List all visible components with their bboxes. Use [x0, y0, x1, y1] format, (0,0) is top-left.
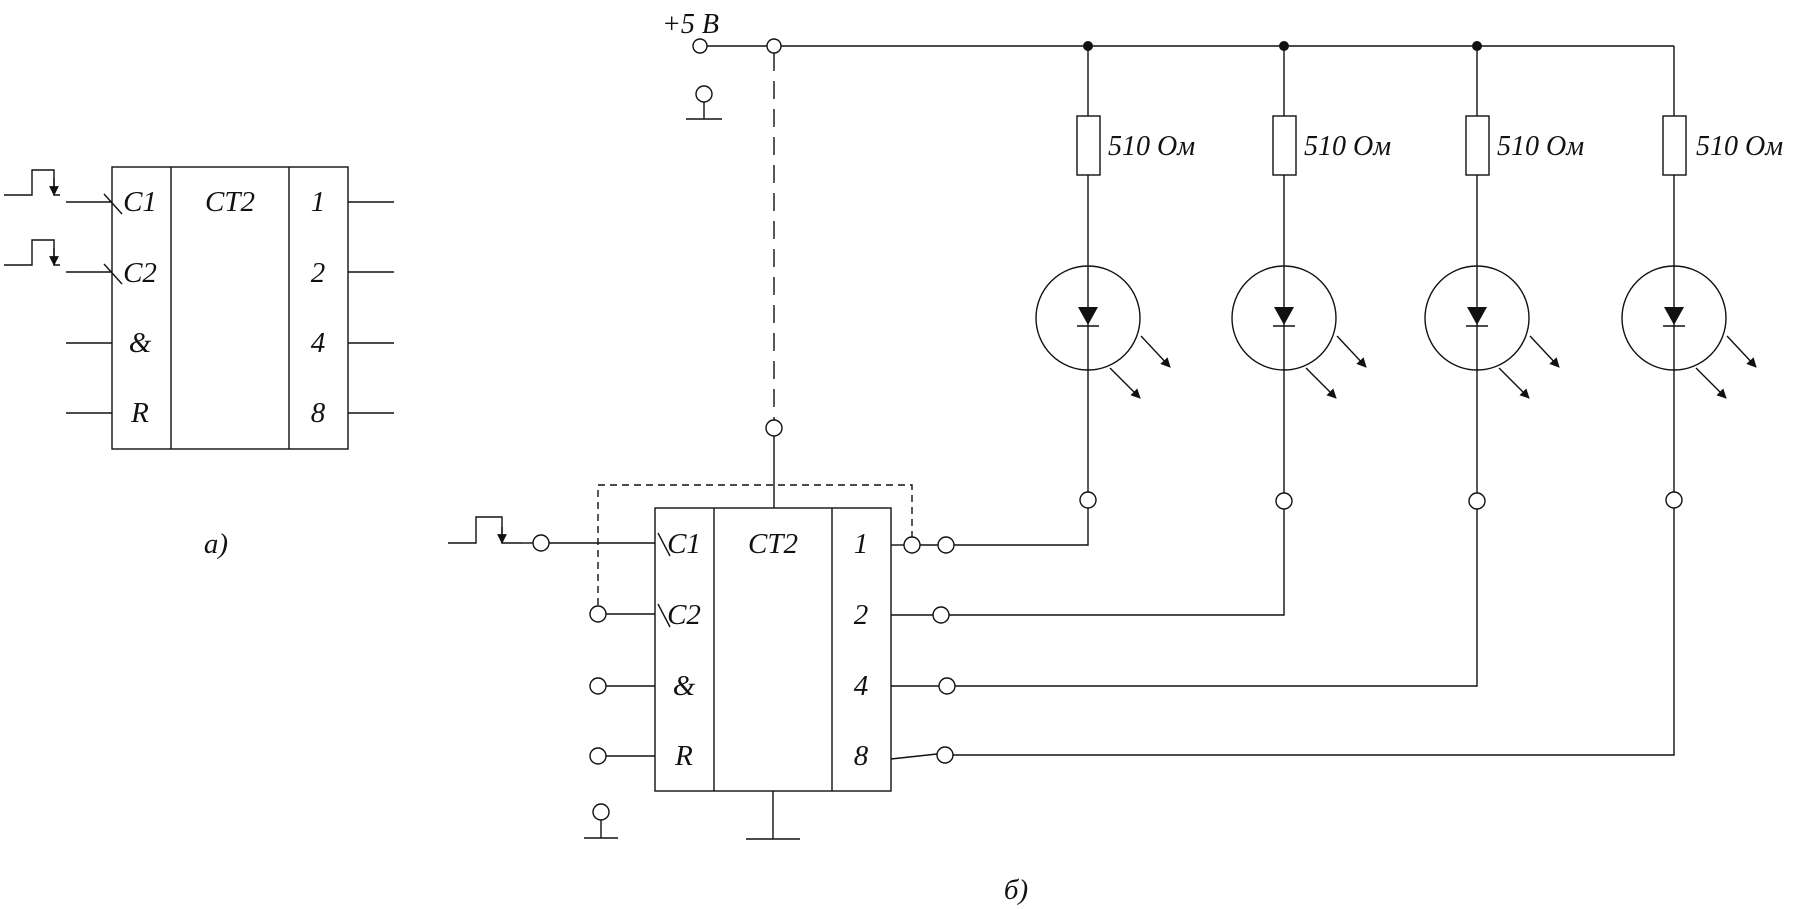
reset-input-terminal[interactable] [589, 747, 607, 765]
counter-a-output-2: 2 [311, 257, 326, 289]
counter-symbol-a: C1 C2 & R СТ2 1 2 4 8 [4, 166, 394, 450]
indicator-terminal[interactable] [1468, 492, 1486, 510]
ground-terminal-top [686, 85, 722, 120]
indicator-2: 510 Ом [1231, 46, 1391, 510]
output-2-terminal[interactable] [932, 606, 950, 624]
resistor-label: 510 Ом [1497, 131, 1584, 162]
counter-b-input-c1: C1 [667, 528, 701, 560]
indicator-terminal[interactable] [1665, 491, 1683, 509]
resistor-label: 510 Ом [1304, 131, 1391, 162]
supply-jumper-terminal[interactable] [766, 38, 782, 54]
counter-a-output-4: 4 [311, 327, 326, 359]
led-icon [1621, 265, 1757, 399]
pulse-icon [4, 169, 60, 196]
counter-supply-terminal[interactable] [765, 419, 783, 437]
indicator-1: 510 Ом [1035, 46, 1195, 509]
counter-a-input-and: & [129, 327, 152, 359]
ground-terminal-bottom [584, 803, 618, 839]
led-icon [1035, 265, 1171, 399]
indicator-4: 510 Ом [1621, 46, 1783, 509]
counter-b-output-4: 4 [854, 670, 869, 702]
counter-a-output-1: 1 [311, 186, 326, 218]
resistor [1272, 115, 1297, 176]
counter-a-input-c2: C2 [123, 257, 157, 289]
resistor [1076, 115, 1101, 176]
supply-label: +5 В [662, 9, 719, 40]
feedback-jumper [597, 484, 913, 606]
counter-a-input-c1: C1 [123, 186, 157, 218]
counter-a-output-8: 8 [311, 397, 326, 429]
output-1-jumper-terminal[interactable] [903, 536, 921, 554]
resistor-label: 510 Ом [1108, 131, 1195, 162]
ground-terminal[interactable] [592, 803, 610, 821]
circuit-b: +5 В C1 C2 & R СТ2 1 2 4 [448, 9, 1783, 840]
output-8-terminal[interactable] [936, 746, 954, 764]
counter-b-output-8: 8 [854, 740, 869, 772]
counter-a-title: СТ2 [205, 186, 255, 218]
output-4-terminal[interactable] [938, 677, 956, 695]
caption-b: б) [1004, 874, 1028, 906]
counter-b-output-2: 2 [854, 599, 869, 631]
counter-a-input-r: R [130, 397, 149, 429]
indicator-3: 510 Ом [1424, 46, 1584, 510]
led-icon [1231, 265, 1367, 399]
resistor-label: 510 Ом [1696, 131, 1783, 162]
supply-terminal[interactable] [692, 38, 708, 54]
caption-a: а) [204, 528, 228, 560]
indicator-terminal[interactable] [1079, 491, 1097, 509]
c2-input-terminal[interactable] [589, 605, 607, 623]
counter-b-title: СТ2 [748, 528, 798, 560]
counter-b-input-and: & [673, 670, 696, 702]
counter-b-input-r: R [674, 740, 693, 772]
led-icon [1424, 265, 1560, 399]
and-input-terminal[interactable] [589, 677, 607, 695]
clock-input-terminal[interactable] [532, 534, 550, 552]
ground-terminal[interactable] [695, 85, 713, 103]
output-1-terminal[interactable] [937, 536, 955, 554]
pulse-icon [4, 239, 60, 266]
resistor [1662, 115, 1687, 176]
counter-b-input-c2: C2 [667, 599, 701, 631]
resistor [1465, 115, 1490, 176]
pulse-icon [448, 516, 522, 544]
counter-b-output-1: 1 [854, 528, 869, 560]
counter-b: C1 C2 & R СТ2 1 2 4 8 [654, 507, 892, 792]
indicator-terminal[interactable] [1275, 492, 1293, 510]
